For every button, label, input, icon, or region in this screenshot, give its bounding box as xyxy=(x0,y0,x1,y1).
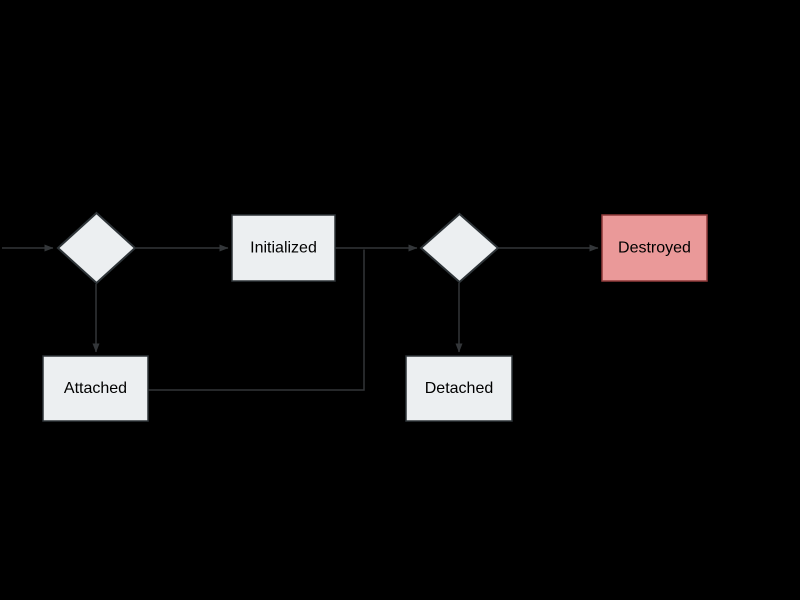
initialized-box xyxy=(231,214,336,282)
decision-diamond-shape xyxy=(419,212,500,284)
detached-box xyxy=(405,355,513,422)
node-detached: Detached xyxy=(405,355,513,422)
initialized-label: Initialized xyxy=(250,240,317,257)
edge-group xyxy=(2,244,599,391)
node-destroyed: Destroyed xyxy=(601,214,708,282)
node-attached: Attached xyxy=(42,355,149,422)
attached-label: Attached xyxy=(64,380,127,397)
node-decision-1 xyxy=(56,211,137,285)
destroyed-box xyxy=(601,214,708,282)
decision-diamond-shape xyxy=(56,211,137,285)
node-initialized: Initialized xyxy=(231,214,336,282)
destroyed-label: Destroyed xyxy=(618,240,691,257)
detached-label: Detached xyxy=(425,380,494,397)
node-decision-2 xyxy=(419,212,500,284)
attached-box xyxy=(42,355,149,422)
edge-attached-loopback xyxy=(148,249,365,391)
